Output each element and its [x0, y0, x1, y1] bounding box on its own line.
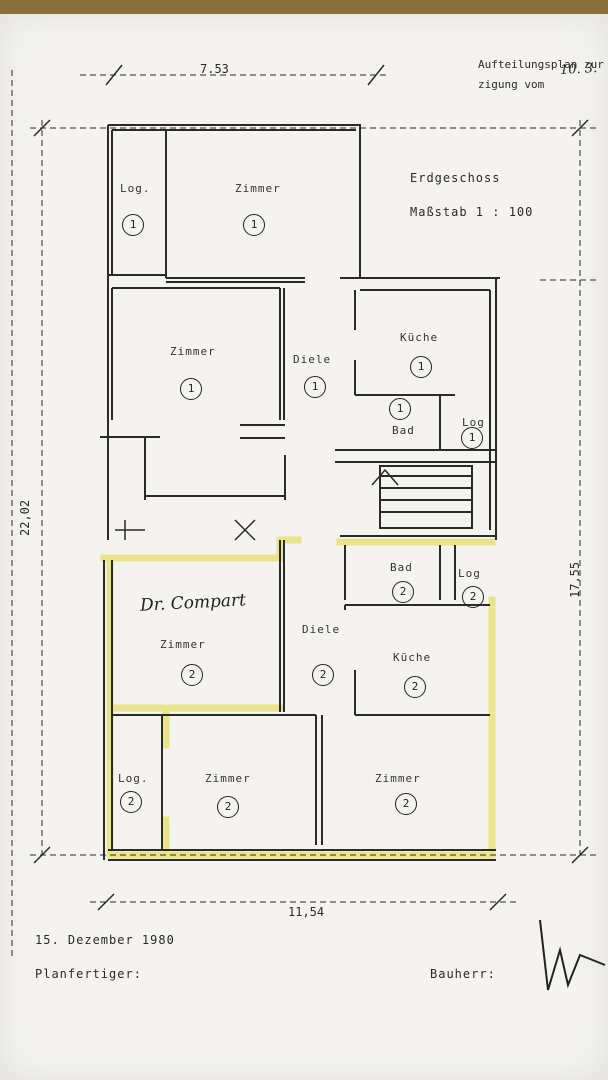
walls: [100, 124, 500, 861]
room-label: Diele: [302, 623, 341, 636]
bauherr-label: Bauherr:: [430, 967, 496, 981]
signature-mark: [539, 919, 606, 991]
unit-number-badge: 2: [404, 676, 426, 698]
room-label: Bad: [392, 424, 415, 437]
room-label: Log: [462, 416, 485, 429]
room-label: Bad: [390, 561, 413, 574]
unit-number-badge: 2: [217, 796, 239, 818]
room-label: Küche: [400, 331, 439, 344]
room-label: Diele: [293, 353, 332, 366]
unit-number-badge: 1: [180, 378, 202, 400]
dimension-ticks: [33, 64, 589, 911]
unit-number-badge: 1: [243, 214, 265, 236]
room-label: Zimmer: [375, 772, 421, 785]
header-line-2: zigung vom: [478, 78, 545, 91]
room-label: Zimmer: [160, 638, 206, 651]
unit-number-badge: 1: [461, 427, 483, 449]
unit-number-badge: 2: [120, 791, 142, 813]
stair-markers: [115, 468, 399, 541]
dimension-top-width: 7.53: [200, 62, 229, 76]
floor-label: Erdgeschoss: [410, 171, 501, 185]
unit-number-badge: 2: [312, 664, 334, 686]
unit-number-badge: 2: [181, 664, 203, 686]
table-edge: [0, 0, 608, 14]
unit-number-badge: 1: [389, 398, 411, 420]
unit-number-badge: 2: [395, 793, 417, 815]
room-label: Zimmer: [205, 772, 251, 785]
unit-number-badge: 2: [462, 586, 484, 608]
dimension-bottom-width: 11,54: [288, 905, 325, 919]
room-label: Küche: [393, 651, 432, 664]
dimension-left-height: 22,02: [18, 499, 32, 536]
unit-number-badge: 2: [392, 581, 414, 603]
date-label: 15. Dezember 1980: [35, 933, 175, 947]
room-label: Log: [458, 567, 481, 580]
dimension-right-height: 17,55: [568, 561, 582, 598]
unit-number-badge: 1: [122, 214, 144, 236]
header-line-1: Aufteilungsplan zur: [478, 58, 604, 71]
unit-number-badge: 1: [304, 376, 326, 398]
scale-label: Maßstab 1 : 100: [410, 205, 534, 219]
planfertiger-label: Planfertiger:: [35, 967, 142, 981]
room-label: Zimmer: [170, 345, 216, 358]
dimension-lines: [11, 70, 600, 960]
room-label: Log.: [120, 182, 151, 195]
room-label: Log.: [118, 772, 149, 785]
unit-number-badge: 1: [410, 356, 432, 378]
header-handwritten-date: 10. 3.: [559, 61, 598, 78]
room-label: Zimmer: [235, 182, 281, 195]
